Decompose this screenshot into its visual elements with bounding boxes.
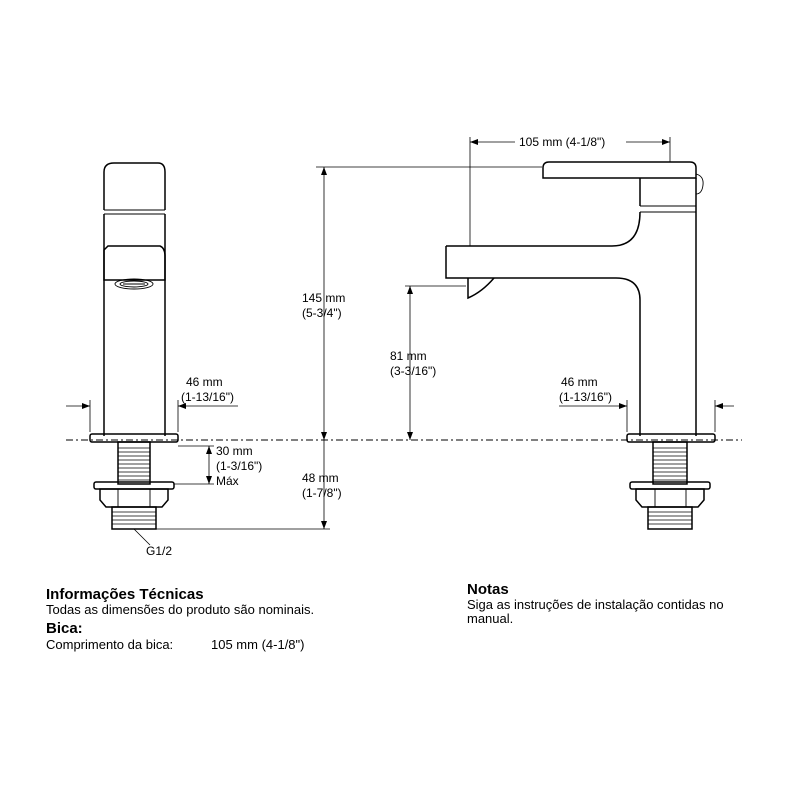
dim-deck-mm: 30 mm [216, 444, 253, 458]
dim-deck-in: (1-3/16") [216, 459, 262, 473]
dim-spout-width: 105 mm (4-1/8") [519, 135, 605, 149]
dim-shank-in: (1-7/8") [302, 486, 342, 500]
faucet-front-view [89, 162, 179, 530]
notes-text: Siga as instruções de instalação contida… [467, 597, 724, 626]
thread-lines-right-upper [653, 447, 687, 481]
dim-deck-max: Máx [216, 474, 239, 488]
thread-lines-lower [112, 511, 156, 525]
dim-base-left-mm: 46 mm [186, 375, 223, 389]
technical-info-subtitle: Todas as dimensões do produto são nomina… [46, 602, 315, 617]
spout-heading: Bica: [46, 620, 83, 637]
technical-info-section: Informações Técnicas Todas as dimensões … [46, 586, 406, 652]
spout-length-value: 105 mm (4-1/8") [211, 637, 305, 652]
faucet-side-view [445, 161, 716, 530]
dim-spout-height-mm: 81 mm [390, 349, 427, 363]
technical-info-title: Informações Técnicas [46, 586, 204, 603]
notes-section: Notas Siga as instruções de instalação c… [467, 581, 767, 626]
notes-title: Notas [467, 581, 509, 598]
dim-base-left-in: (1-13/16") [181, 390, 234, 404]
spout-length-label: Comprimento da bica: [46, 637, 174, 652]
thread-lines-upper [118, 447, 150, 481]
thread-lines-right-lower [648, 511, 692, 525]
thread-label: G1/2 [146, 544, 172, 558]
dim-shank-mm: 48 mm [302, 471, 339, 485]
dim-height-in: (5-3/4") [302, 306, 342, 320]
dim-height-mm: 145 mm [302, 291, 345, 305]
dim-base-right-in: (1-13/16") [559, 390, 612, 404]
spout-length-row: Comprimento da bica: 105 mm (4-1/8") [46, 638, 406, 652]
dim-base-right-mm: 46 mm [561, 375, 598, 389]
dim-spout-height-in: (3-3/16") [390, 364, 436, 378]
